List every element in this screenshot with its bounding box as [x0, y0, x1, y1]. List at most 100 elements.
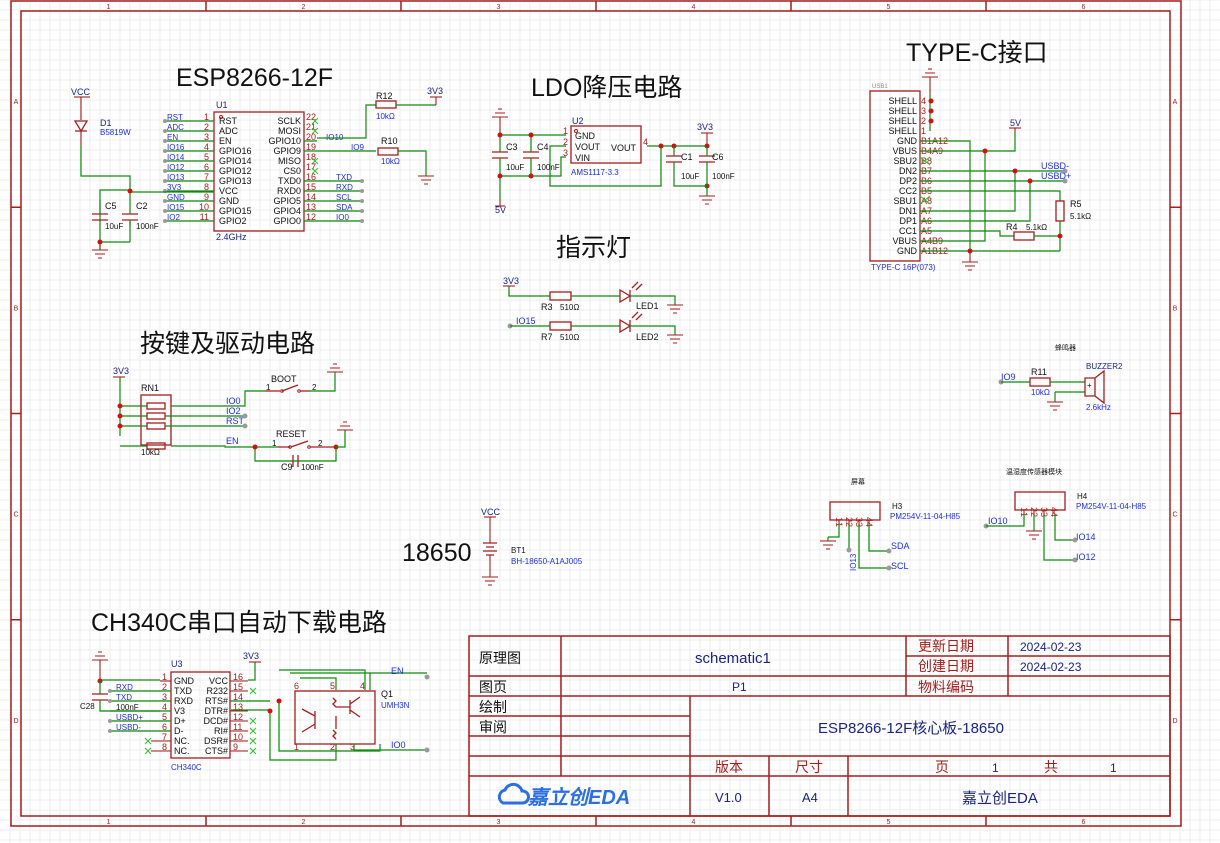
r3-ref: R3 — [541, 302, 553, 312]
resistor-element — [146, 442, 166, 450]
ground-icon — [482, 576, 498, 586]
pin-name: VCC — [219, 186, 239, 196]
net-label-io0: IO0 — [226, 396, 241, 406]
battery-circuit[interactable]: VCC BT1 BH-18650-A1AJ005 — [481, 507, 583, 586]
section-title-keys: 按键及驱动电路 — [140, 330, 315, 358]
net-label-scl: SCL — [336, 193, 352, 202]
h4-ref: H4 — [1077, 492, 1088, 501]
net-port[interactable] — [108, 689, 112, 693]
net-port[interactable] — [108, 719, 112, 723]
net-port[interactable] — [163, 119, 167, 123]
pin-number: 6 — [162, 722, 167, 732]
u3-part: CH340C — [171, 763, 202, 772]
net-port[interactable] — [108, 699, 112, 703]
frame-row-label: B — [14, 305, 19, 312]
pin-number: 19 — [306, 142, 316, 152]
pin-number: B8 — [921, 156, 932, 166]
net-port[interactable] — [360, 199, 364, 203]
pin-name: GND — [174, 676, 195, 686]
pin-name: GPIO16 — [219, 146, 252, 156]
no-connect-icon — [249, 687, 257, 695]
pin-number: 7 — [204, 172, 209, 182]
c28-value: 100nF — [116, 703, 139, 712]
net-port[interactable] — [163, 169, 167, 173]
r12-3v3: 3V3 — [427, 86, 443, 96]
pin-name: GPIO4 — [273, 206, 301, 216]
r12-ref: R12 — [376, 91, 393, 101]
net-label-io9: IO9 — [351, 143, 364, 152]
c9-value: 100nF — [301, 463, 324, 472]
pin-number: 14 — [306, 192, 316, 202]
h4-io14: IO14 — [1076, 532, 1096, 542]
pin-name: SHELL — [888, 126, 917, 136]
pin-number: 2 — [1029, 507, 1039, 512]
frame-col-label: 2 — [302, 819, 306, 826]
pin-number: 2 — [162, 682, 167, 692]
no-connect-icon — [144, 747, 152, 755]
vcc-label: VCC — [71, 87, 91, 97]
c5-ref: C5 — [105, 201, 117, 211]
tb-label-page: 图页 — [479, 679, 507, 695]
resistor-icon — [332, 697, 337, 740]
net-port[interactable] — [360, 189, 364, 193]
c2-value: 100nF — [136, 222, 159, 231]
frame-row-label: D — [1172, 718, 1177, 725]
net-port[interactable] — [163, 139, 167, 143]
net-port[interactable] — [163, 209, 167, 213]
pin-name: SHELL — [888, 106, 917, 116]
pin-name: CC1 — [899, 226, 917, 236]
boot-p1: 1 — [266, 383, 271, 392]
pin-name: SCLK — [277, 116, 301, 126]
pin-name: VOUT — [575, 142, 601, 152]
no-connect-icon — [249, 727, 257, 735]
pin-name: GND — [897, 246, 918, 256]
pin-name: CC2 — [899, 186, 917, 196]
frame-row-label: C — [13, 512, 18, 519]
net-port[interactable] — [163, 179, 167, 183]
led-circuit[interactable]: 3V3 R3 510Ω LED1 IO15 R7 510Ω LED2 — [503, 276, 683, 344]
h3-io13: IO13 — [849, 553, 858, 571]
pin-name: SBU2 — [893, 156, 917, 166]
pin-number: 8 — [204, 182, 209, 192]
frame-row-label: B — [1173, 305, 1178, 312]
section-title-typec: TYPE-C接口 — [906, 39, 1048, 67]
net-port[interactable] — [163, 219, 167, 223]
buzzer-plus: + — [1087, 381, 1092, 390]
net-port[interactable] — [360, 219, 364, 223]
pin-name: NC. — [174, 746, 190, 756]
net-port[interactable] — [163, 129, 167, 133]
usb1-part: TYPE-C 16P(073) — [871, 263, 936, 272]
ground-icon — [667, 334, 683, 344]
transistor-pin-number: 4 — [360, 681, 365, 691]
pin-name: RXD — [174, 696, 194, 706]
pin-name: DP1 — [899, 216, 917, 226]
net-port[interactable] — [163, 159, 167, 163]
reset-switch-icon[interactable] — [278, 440, 336, 448]
tb-version: V1.0 — [715, 790, 742, 805]
u1-freq: 2.4GHz — [216, 232, 247, 242]
boot-p2: 2 — [312, 383, 317, 392]
h4-io10: IO10 — [988, 516, 1008, 526]
net-port[interactable] — [360, 179, 364, 183]
buzzer-circuit[interactable]: IO9 + R11 10kΩ BUZZER2 2.6kHz — [998, 362, 1124, 412]
net-port[interactable] — [108, 729, 112, 733]
boot-switch-icon[interactable] — [265, 384, 310, 392]
tb-label-pg: 页 — [935, 759, 949, 775]
led-3v3: 3V3 — [503, 276, 519, 286]
net-port[interactable] — [163, 149, 167, 153]
net-port[interactable] — [163, 199, 167, 203]
ground-icon — [327, 363, 343, 373]
tb-label-created: 创建日期 — [918, 658, 974, 674]
buzzer-value: 2.6kHz — [1086, 403, 1111, 412]
led1-icon — [619, 281, 643, 304]
net-port[interactable] — [360, 209, 364, 213]
